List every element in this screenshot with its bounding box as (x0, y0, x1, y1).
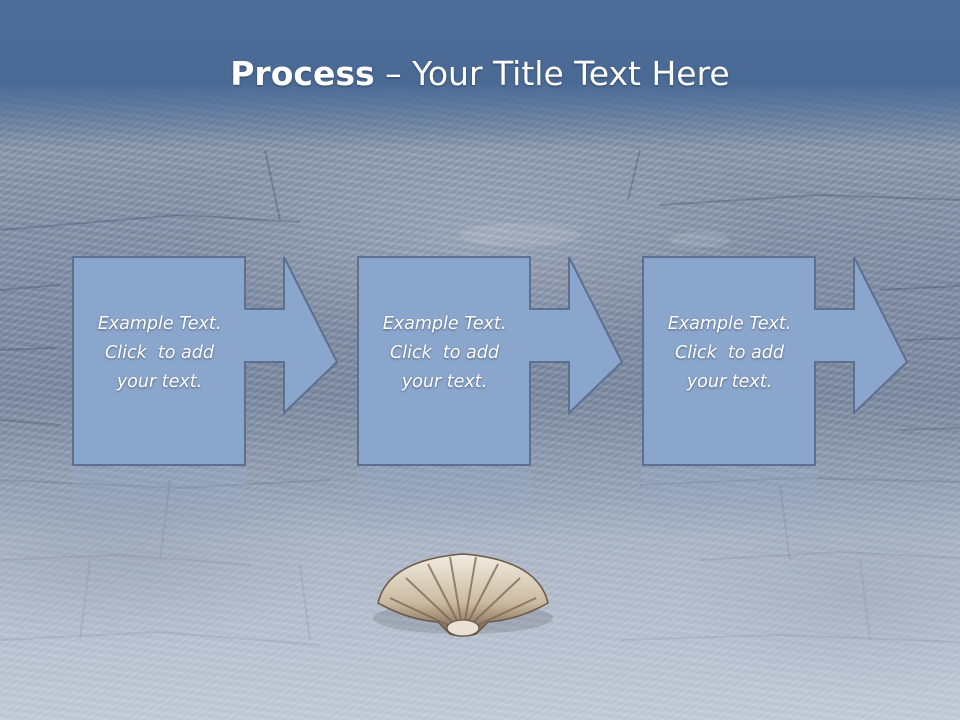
step-text-line: Click to add (105, 343, 214, 363)
scallop-shell-icon (373, 553, 553, 637)
slide-title[interactable]: Process – Your Title Text Here (0, 52, 960, 96)
process-step-3[interactable]: Example Text. Click to add your text. (642, 256, 912, 468)
step-reflection (72, 468, 247, 538)
arrow-box-shape (357, 256, 624, 466)
step-reflection (357, 468, 532, 538)
step-reflection (642, 468, 817, 538)
arrow-box-shape (72, 256, 339, 466)
process-step-1[interactable]: Example Text. Click to add your text. (72, 256, 342, 468)
step-text: Example Text. Click to add your text. (357, 310, 532, 397)
arrow-box-shape (642, 256, 909, 466)
process-step-2[interactable]: Example Text. Click to add your text. (357, 256, 627, 468)
step-text-line: Example Text. (97, 314, 222, 334)
step-text-line: your text. (686, 372, 773, 392)
title-rest: – Your Title Text Here (374, 54, 730, 93)
step-text-line: Click to add (390, 343, 499, 363)
step-text-line: Example Text. (667, 314, 792, 334)
step-text: Example Text. Click to add your text. (72, 310, 247, 397)
step-text-line: your text. (116, 372, 203, 392)
title-band (0, 0, 960, 150)
step-text-line: Example Text. (382, 314, 507, 334)
step-text: Example Text. Click to add your text. (642, 310, 817, 397)
title-bold: Process (230, 54, 375, 93)
step-text-line: Click to add (675, 343, 784, 363)
step-text-line: your text. (401, 372, 488, 392)
